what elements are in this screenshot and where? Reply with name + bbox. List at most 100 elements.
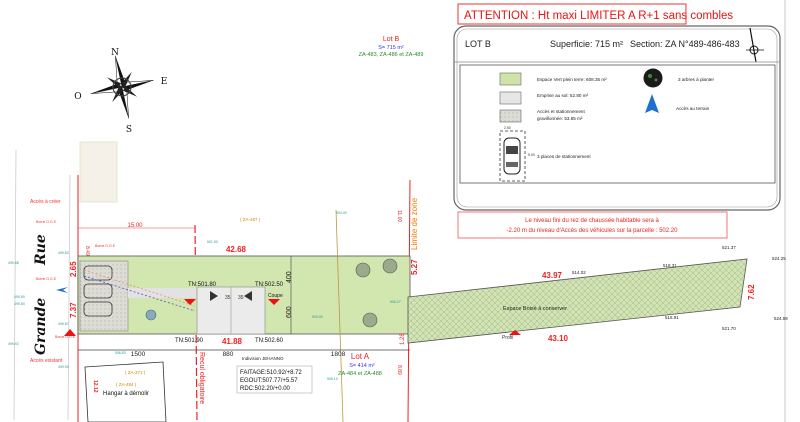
svg-text:O: O xyxy=(74,92,81,102)
compass-rose-icon xyxy=(90,55,154,119)
tn-label: TN:501.80 xyxy=(188,282,217,288)
legend-superficie: Superficie: 715 m² xyxy=(550,39,623,49)
legend-label: 3 arbres à planter xyxy=(678,77,714,82)
woodland-label: Espace Boisé à conserver xyxy=(503,306,567,312)
svg-text:Indivision JEHANNO: Indivision JEHANNO xyxy=(242,356,284,361)
zone-limit-label: Limite de zone xyxy=(410,197,419,250)
svg-text:Profil: Profil xyxy=(502,335,513,341)
svg-text:518.31: 518.31 xyxy=(663,263,677,268)
svg-text:( ZA-371 ): ( ZA-371 ) xyxy=(125,370,146,375)
ground-floor-note: Le niveau fini du rez de chaussée habita… xyxy=(457,211,728,239)
svg-text:( ZA-487 ): ( ZA-487 ) xyxy=(240,217,261,222)
svg-text:504.40: 504.40 xyxy=(336,211,347,215)
street-name: Rue xyxy=(33,234,49,266)
svg-text:S: S xyxy=(126,125,132,135)
svg-text:5.00: 5.00 xyxy=(528,153,535,157)
shed-to-demolish xyxy=(84,361,167,422)
lot-b-surface: S= 715 m² xyxy=(378,45,404,51)
height-levels-box: FAITAGE:510.92/+8.72 EGOUT:507.77/+5.57 … xyxy=(236,365,313,394)
svg-text:35: 35 xyxy=(238,295,244,301)
tree-icon xyxy=(643,68,663,88)
access-arrow-icon xyxy=(645,94,659,113)
svg-text:5.27: 5.27 xyxy=(410,259,419,275)
profile-marker-icon xyxy=(509,330,521,335)
svg-text:Accès existant: Accès existant xyxy=(30,358,63,364)
legend-label: Emprise au sol: 52.80 m² xyxy=(537,93,589,98)
svg-text:Borne O.G.E: Borne O.G.E xyxy=(55,335,76,339)
green-space-swatch xyxy=(499,72,522,86)
attention-banner: ATTENTION : Ht maxi LIMITER A R+1 sans c… xyxy=(457,3,733,25)
septic-icon xyxy=(145,309,157,321)
svg-text:600: 600 xyxy=(286,306,293,318)
svg-text:8.89: 8.89 xyxy=(396,365,402,375)
access-arrow-icon xyxy=(56,287,68,293)
svg-text:499.84: 499.84 xyxy=(14,302,25,306)
svg-text:FAITAGE:510.92/+8.72: FAITAGE:510.92/+8.72 xyxy=(240,370,302,376)
svg-text:15.00: 15.00 xyxy=(127,223,143,229)
svg-text:7.62: 7.62 xyxy=(747,284,756,300)
footprint-swatch xyxy=(499,91,522,105)
svg-text:1500: 1500 xyxy=(131,351,146,358)
tn-label: TN:502.60 xyxy=(255,338,284,344)
svg-text:499.87: 499.87 xyxy=(58,322,69,326)
svg-text:Le niveau fini du rez de chaus: Le niveau fini du rez de chaussée habita… xyxy=(525,218,659,224)
svg-text:499.89: 499.89 xyxy=(14,295,25,299)
svg-text:505.13: 505.13 xyxy=(327,377,338,381)
lot-b-parcels: ZA-483, ZA-486 et ZA-489 xyxy=(359,52,424,58)
lot-a-parcels: ZA-484 et ZA-488 xyxy=(338,371,382,377)
setback-label: Recul obligatoire xyxy=(198,352,205,404)
svg-text:( ZA-484 ): ( ZA-484 ) xyxy=(116,382,137,387)
legend-label: 3 places de stationnement xyxy=(537,154,591,159)
svg-text:501.90: 501.90 xyxy=(207,240,218,244)
svg-text:880: 880 xyxy=(223,351,234,358)
svg-text:2.65: 2.65 xyxy=(69,261,78,277)
svg-text:499.92: 499.92 xyxy=(8,342,19,346)
lot-b-title: Lot B xyxy=(383,36,400,43)
legend-lot: LOT B xyxy=(465,39,491,49)
car-parking-icon: 2.50 5.00 xyxy=(499,126,535,182)
svg-text:N: N xyxy=(111,48,119,58)
svg-text:12.12: 12.12 xyxy=(92,380,98,393)
protected-woodland xyxy=(407,258,748,344)
north-arrow-icon xyxy=(746,27,764,63)
spot-heights: 521.37 524.25 514.02 518.31 518.91 521.7… xyxy=(572,245,788,331)
street-name: Grande xyxy=(33,298,49,355)
legend-label: Espace Vert plein terre: 608.35 m² xyxy=(537,77,607,82)
svg-text:503.00: 503.00 xyxy=(312,315,323,319)
lot-a-title: Lot A xyxy=(351,352,370,361)
svg-text:41.88: 41.88 xyxy=(222,337,243,346)
svg-text:7.37: 7.37 xyxy=(69,302,78,318)
gravel-swatch xyxy=(499,109,522,123)
svg-text:11.00: 11.00 xyxy=(396,210,402,222)
svg-text:499.83: 499.83 xyxy=(58,251,69,255)
spot-heights-survey: 499.83 499.88 499.89 499.84 499.87 499.9… xyxy=(8,211,401,381)
tree-icon xyxy=(355,258,398,328)
svg-text:1.28: 1.28 xyxy=(400,333,406,345)
lot-a-surface: S= 414 m² xyxy=(349,363,375,369)
svg-text:506.27: 506.27 xyxy=(390,300,401,304)
svg-text:521.70: 521.70 xyxy=(722,326,736,331)
legend-section: Section: ZA N°489-486-483 xyxy=(630,39,740,49)
svg-text:8.49: 8.49 xyxy=(84,246,90,256)
access-marker-icon xyxy=(64,329,76,336)
svg-text:E: E xyxy=(161,77,168,87)
svg-text:524.59: 524.59 xyxy=(774,316,788,321)
tn-label: TN:502.50 xyxy=(255,282,284,288)
svg-text:EGOUT:507.77/+5.57: EGOUT:507.77/+5.57 xyxy=(240,378,298,384)
svg-text:1808: 1808 xyxy=(331,351,346,358)
svg-text:2.50: 2.50 xyxy=(504,126,511,130)
svg-text:506.83: 506.83 xyxy=(115,351,126,355)
svg-text:400: 400 xyxy=(286,271,293,283)
car-icon xyxy=(83,265,113,317)
legend-label: gravillonnée: 53.85 m² xyxy=(537,116,583,121)
legend-label: Accès et stationnement xyxy=(537,109,585,114)
parking-area xyxy=(79,260,129,332)
access-driveway xyxy=(128,288,196,298)
svg-text:499.90: 499.90 xyxy=(58,365,69,369)
svg-text:524.25: 524.25 xyxy=(772,256,786,261)
svg-text:Borne O.G.E: Borne O.G.E xyxy=(36,277,57,281)
tn-label: TN:501.90 xyxy=(175,338,204,344)
svg-text:35: 35 xyxy=(225,295,231,301)
svg-text:521.37: 521.37 xyxy=(722,245,736,250)
